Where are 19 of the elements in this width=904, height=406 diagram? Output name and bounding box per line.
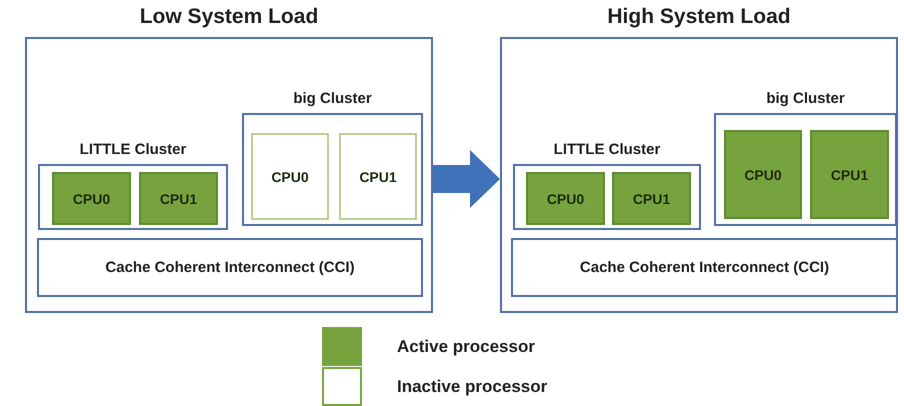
interconnect-box: Cache Coherent Interconnect (CCI) xyxy=(511,238,898,297)
cpu-box: CPU1 xyxy=(810,130,889,219)
interconnect-box: Cache Coherent Interconnect (CCI) xyxy=(37,238,423,297)
cpu-box: CPU1 xyxy=(139,172,218,225)
cpu-box: CPU1 xyxy=(612,172,691,225)
cpu-box: CPU0 xyxy=(52,172,131,225)
cluster-label: big Cluster xyxy=(766,91,845,106)
panel-title: Low System Load xyxy=(140,6,318,27)
cpu-box: CPU0 xyxy=(724,130,802,219)
legend-label: Inactive processor xyxy=(397,376,548,396)
cluster-label: LITTLE Cluster xyxy=(80,142,186,157)
cluster-label: big Cluster xyxy=(293,91,372,106)
cpu-box: CPU0 xyxy=(526,172,605,225)
panel-title: High System Load xyxy=(607,6,791,27)
cluster-label: LITTLE Cluster xyxy=(554,142,660,157)
cpu-box: CPU1 xyxy=(339,133,417,220)
cpu-box: CPU0 xyxy=(251,133,329,220)
block-arrow xyxy=(433,150,500,208)
legend-label: Active processor xyxy=(397,336,535,356)
